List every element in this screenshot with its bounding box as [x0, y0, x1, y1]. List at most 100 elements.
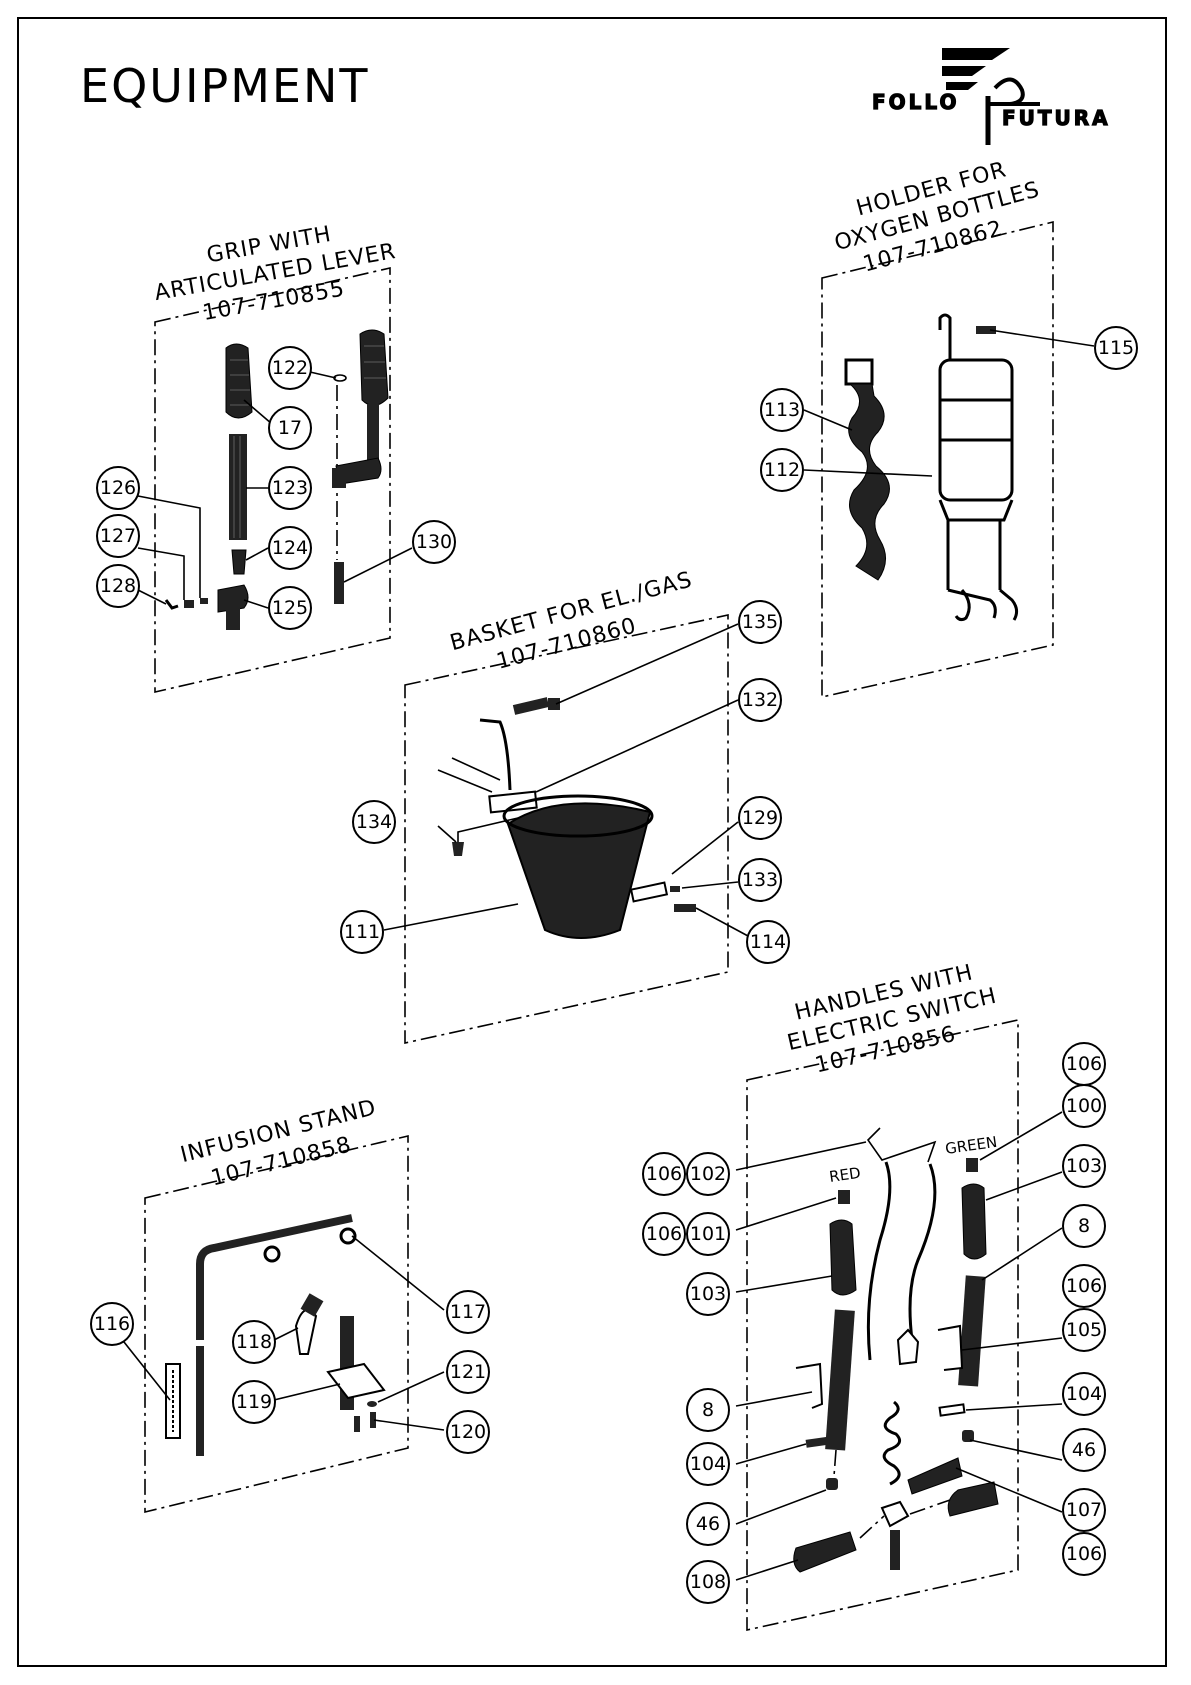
- callout: 118: [232, 1320, 276, 1364]
- svg-text:104: 104: [1066, 1383, 1102, 1405]
- callout: 126: [96, 466, 140, 510]
- handles-cap-right-46: [962, 1430, 974, 1442]
- page-title: EQUIPMENT: [80, 59, 370, 113]
- basket-label-114: [674, 904, 696, 912]
- callout: 17: [268, 406, 312, 450]
- callout: 122: [268, 346, 312, 390]
- callout: 107: [1062, 1488, 1106, 1532]
- callout: 112: [760, 448, 804, 492]
- svg-text:8: 8: [1078, 1215, 1090, 1237]
- page-border: [17, 17, 1167, 1667]
- callout: 115: [1094, 326, 1138, 370]
- callout: 100: [1062, 1084, 1106, 1128]
- svg-text:111: 111: [344, 921, 380, 943]
- logo-mark: [942, 48, 1040, 145]
- svg-text:106: 106: [646, 1163, 682, 1185]
- callout: 121: [446, 1350, 490, 1394]
- oxygen-strap-113: [844, 358, 890, 581]
- svg-text:121: 121: [450, 1361, 486, 1383]
- callout: 102: [686, 1152, 730, 1196]
- svg-text:112: 112: [764, 459, 800, 481]
- svg-text:118: 118: [236, 1331, 272, 1353]
- infusion-boundary: [144, 1134, 409, 1514]
- svg-text:106: 106: [1066, 1053, 1102, 1075]
- handles-grip-left-103: [829, 1219, 857, 1296]
- assembly-infusion: INFUSION STAND 107-710858: [144, 1095, 409, 1514]
- callout: 128: [96, 564, 140, 608]
- svg-text:116: 116: [94, 1313, 130, 1335]
- infusion-bracket-119: [326, 1316, 386, 1410]
- callout: 106: [1062, 1532, 1106, 1576]
- svg-text:102: 102: [690, 1163, 726, 1185]
- basket-bracket-lead: [457, 817, 519, 842]
- svg-text:117: 117: [450, 1301, 486, 1323]
- callout: 117: [446, 1290, 490, 1334]
- infusion-hook-left: [263, 1245, 281, 1263]
- callout: 103: [1062, 1144, 1106, 1188]
- callout: 132: [738, 678, 782, 722]
- svg-text:107: 107: [1066, 1499, 1102, 1521]
- svg-text:8: 8: [702, 1399, 714, 1421]
- svg-text:17: 17: [278, 417, 302, 439]
- svg-text:108: 108: [690, 1571, 726, 1593]
- callout: 133: [738, 858, 782, 902]
- oxygen-cage: [938, 313, 1019, 622]
- svg-text:103: 103: [1066, 1155, 1102, 1177]
- callout: 130: [412, 520, 456, 564]
- handles-switch-red-101: [838, 1190, 850, 1204]
- grip-clamp-125: [217, 584, 249, 630]
- callout: 116: [90, 1302, 134, 1346]
- svg-text:101: 101: [690, 1223, 726, 1245]
- grip-pin-126: [200, 598, 208, 604]
- infusion-screw-120: [354, 1416, 360, 1432]
- logo-text-left: FOLLO: [872, 90, 959, 114]
- handles-label-right-104: [938, 1403, 966, 1417]
- grip-lever: [332, 329, 389, 488]
- handles-cable-right: [908, 1163, 937, 1341]
- grip-tube-123: [229, 434, 247, 540]
- handles-junction-105: [896, 1328, 920, 1366]
- label-red: RED: [828, 1164, 862, 1186]
- callout: 108: [686, 1560, 730, 1604]
- svg-text:130: 130: [416, 531, 452, 553]
- svg-text:123: 123: [272, 477, 308, 499]
- infusion-washer-121: [367, 1401, 377, 1407]
- callouts: 122 17 123 124 125 126 127 128 130 113 1…: [90, 326, 1138, 1604]
- svg-text:103: 103: [690, 1283, 726, 1305]
- svg-text:46: 46: [696, 1513, 720, 1535]
- handles-connector-107: [907, 1457, 963, 1495]
- callout: 106: [1062, 1042, 1106, 1086]
- leader-lines: [123, 329, 1095, 1581]
- svg-text:106: 106: [646, 1223, 682, 1245]
- logo-text-right: FUTURA: [1002, 106, 1111, 130]
- handles-tube-left-8: [825, 1309, 855, 1451]
- svg-text:105: 105: [1066, 1319, 1102, 1341]
- callout: 46: [1062, 1428, 1106, 1472]
- callout: 101: [686, 1212, 730, 1256]
- callout: 125: [268, 586, 312, 630]
- oxygen-label-115: [976, 326, 996, 334]
- assembly-handles: HANDLES WITH ELECTRIC SWITCH 107-710856 …: [746, 960, 1019, 1631]
- assembly-basket: BASKET FOR EL./GAS 107-710860: [404, 567, 729, 1044]
- callout: 134: [352, 800, 396, 844]
- svg-text:114: 114: [750, 931, 786, 953]
- svg-text:104: 104: [690, 1453, 726, 1475]
- svg-text:120: 120: [450, 1421, 486, 1443]
- grip-nut-127: [184, 600, 194, 608]
- callout: 106: [642, 1152, 686, 1196]
- handles-coil: [882, 1400, 902, 1486]
- infusion-pole-117: [196, 1214, 353, 1340]
- basket-boundary: [404, 614, 729, 1044]
- svg-text:106: 106: [1066, 1275, 1102, 1297]
- svg-text:46: 46: [1072, 1439, 1096, 1461]
- callout: 46: [686, 1502, 730, 1546]
- handles-switch-green-100: [966, 1158, 978, 1172]
- handles-bracket-left: [795, 1362, 824, 1409]
- handles-connector-108: [793, 1531, 857, 1573]
- callout: 106: [642, 1212, 686, 1256]
- handles-cap-left-46: [826, 1478, 838, 1490]
- svg-text:125: 125: [272, 597, 308, 619]
- callout: 8: [686, 1388, 730, 1432]
- grip-bolt-130: [334, 562, 344, 604]
